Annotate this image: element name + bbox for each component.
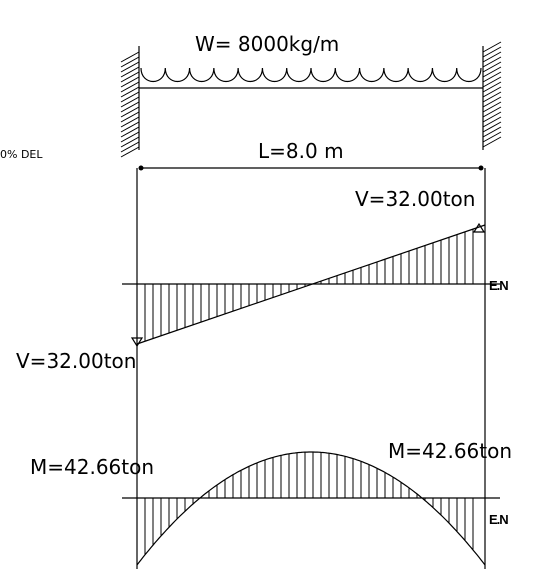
support-hatch-line	[482, 126, 502, 138]
support-hatch-line	[120, 106, 140, 118]
span-dimension	[138, 165, 484, 171]
support-hatch-line	[482, 71, 502, 83]
support-hatch-line	[482, 86, 502, 98]
shear-left-label: V=32.00ton	[16, 349, 136, 373]
support-hatch-line	[120, 136, 140, 148]
shear-right-marker	[472, 222, 486, 233]
support-hatch-line	[482, 76, 502, 88]
support-hatch-line	[482, 51, 502, 63]
support-hatch-line	[482, 121, 502, 133]
support-hatch-line	[120, 146, 140, 158]
support-hatch-line	[120, 121, 140, 133]
shear-left-marker	[130, 337, 144, 348]
support-hatch-line	[120, 71, 140, 83]
moment-curve	[136, 451, 486, 566]
support-hatch-line	[482, 66, 502, 78]
support-hatch-line	[120, 81, 140, 93]
support-hatch-line	[482, 111, 502, 123]
support-hatch-line	[482, 56, 502, 68]
support-hatch-line	[120, 101, 140, 113]
support-hatch-line	[482, 41, 502, 53]
support-hatch-line	[482, 91, 502, 103]
right-fixed-support	[482, 41, 502, 150]
support-hatch-line	[482, 46, 502, 58]
neutral-axis-moment-label: E.N	[489, 512, 508, 527]
support-hatch-line	[120, 61, 140, 73]
support-hatch-line	[482, 106, 502, 118]
moment-diagram	[122, 451, 500, 566]
left-fixed-support	[120, 46, 140, 158]
shear-line	[136, 224, 486, 345]
span-label: L=8.0 m	[258, 139, 344, 163]
support-hatch-line	[120, 96, 140, 108]
shear-diagram	[122, 222, 500, 348]
neutral-axis-shear-label: E.N	[489, 278, 508, 293]
support-hatch-line	[120, 111, 140, 123]
support-hatch-line	[482, 116, 502, 128]
support-hatch-line	[120, 66, 140, 78]
support-hatch-line	[120, 91, 140, 103]
support-hatch-line	[482, 136, 502, 148]
support-hatch-line	[482, 101, 502, 113]
support-hatch-line	[120, 141, 140, 153]
moment-right-label: M=42.66ton	[388, 439, 512, 463]
distributed-load	[139, 67, 483, 89]
support-hatch-line	[120, 56, 140, 68]
support-hatch-line	[120, 131, 140, 143]
support-hatch-line	[482, 61, 502, 73]
support-hatch-line	[482, 131, 502, 143]
partial-note: 0% DEL	[0, 148, 43, 161]
support-hatch-line	[482, 96, 502, 108]
moment-left-label: M=42.66ton	[30, 455, 154, 479]
support-hatch-line	[482, 81, 502, 93]
support-hatch-line	[120, 76, 140, 88]
support-hatch-line	[120, 86, 140, 98]
support-hatch-line	[120, 116, 140, 128]
load-label: W= 8000kg/m	[195, 32, 339, 56]
shear-right-label: V=32.00ton	[355, 187, 475, 211]
support-hatch-line	[120, 51, 140, 63]
support-hatch-line	[120, 126, 140, 138]
